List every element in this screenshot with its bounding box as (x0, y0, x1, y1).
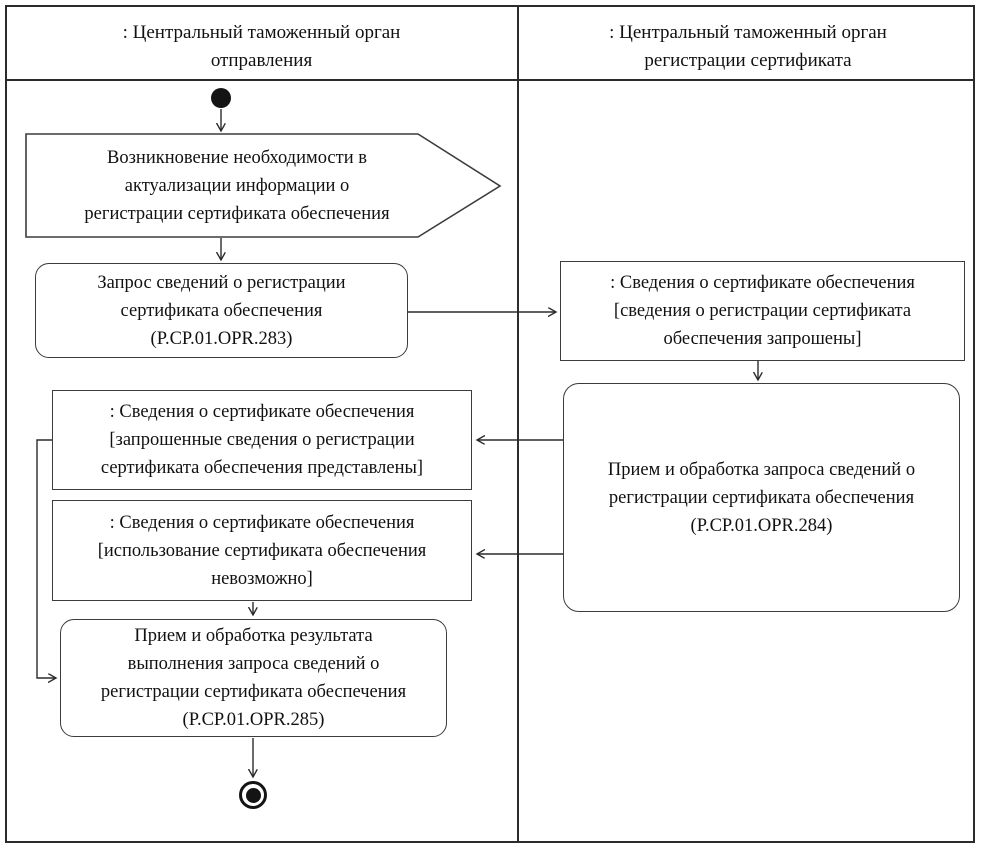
text-line: (P.CP.01.OPR.285) (182, 710, 325, 730)
text-line: Запрос сведений о регистрации (97, 272, 346, 293)
final-node-core (245, 787, 261, 803)
lane-header-right: : Центральный таможенный орган регистрац… (519, 19, 977, 75)
text-line: невозможно] (211, 568, 313, 589)
text-line: выполнения запроса сведений о (127, 654, 380, 674)
text-line: актуализации информации о (124, 175, 350, 196)
text-line: [запрошенные сведения о регистрации (109, 430, 415, 450)
lane-title-line: регистрации сертификата (644, 50, 852, 71)
lane-header-divider (5, 79, 975, 81)
text-line: сертификата обеспечения представлены] (100, 458, 424, 478)
text-line: регистрации сертификата обеспечения (608, 487, 915, 508)
text-line: Возникновение необходимости в (107, 147, 367, 168)
text-line: Прием и обработка результата (134, 626, 373, 646)
text-line: : Сведения о сертификате обеспечения (109, 402, 415, 422)
text-line: (P.CP.01.OPR.283) (150, 328, 293, 349)
final-node (239, 781, 267, 809)
action-283: Запрос сведений о регистрации сертификат… (35, 263, 408, 358)
lane-title-line: отправления (210, 50, 313, 71)
lane-title-line: : Центральный таможенный орган (609, 22, 887, 43)
text-line: сертификата обеспечения (120, 300, 323, 321)
lane-header-left: : Центральный таможенный орган отправлен… (5, 19, 518, 75)
edge-object-provided-to-action-285 (36, 439, 56, 678)
lane-divider (517, 5, 519, 843)
text-line: [использование сертификата обеспечения (97, 540, 427, 561)
action-284: Прием и обработка запроса сведений о рег… (563, 383, 960, 612)
signal-event-shape (25, 133, 502, 238)
text-line: : Сведения о сертификате обеспечения (610, 273, 915, 293)
text-line: : Сведения о сертификате обеспечения (109, 512, 415, 533)
text-line: регистрации сертификата обеспечения (84, 203, 390, 224)
text-line: обеспечения запрошены] (663, 329, 862, 349)
object-node-requested: : Сведения о сертификате обеспечения [св… (560, 261, 965, 361)
text-line: регистрации сертификата обеспечения (100, 682, 407, 702)
start-node (211, 88, 231, 108)
lane-title-line: : Центральный таможенный орган (122, 22, 401, 43)
text-line: Прием и обработка запроса сведений о (607, 459, 916, 480)
signal-event: Возникновение необходимости в актуализац… (26, 134, 448, 237)
text-line: (P.CP.01.OPR.284) (690, 515, 833, 536)
action-285: Прием и обработка результата выполнения … (60, 619, 447, 737)
object-node-impossible: : Сведения о сертификате обеспечения [ис… (52, 500, 472, 601)
text-line: [сведения о регистрации сертификата (613, 301, 912, 321)
object-node-provided: : Сведения о сертификате обеспечения [за… (52, 390, 472, 490)
